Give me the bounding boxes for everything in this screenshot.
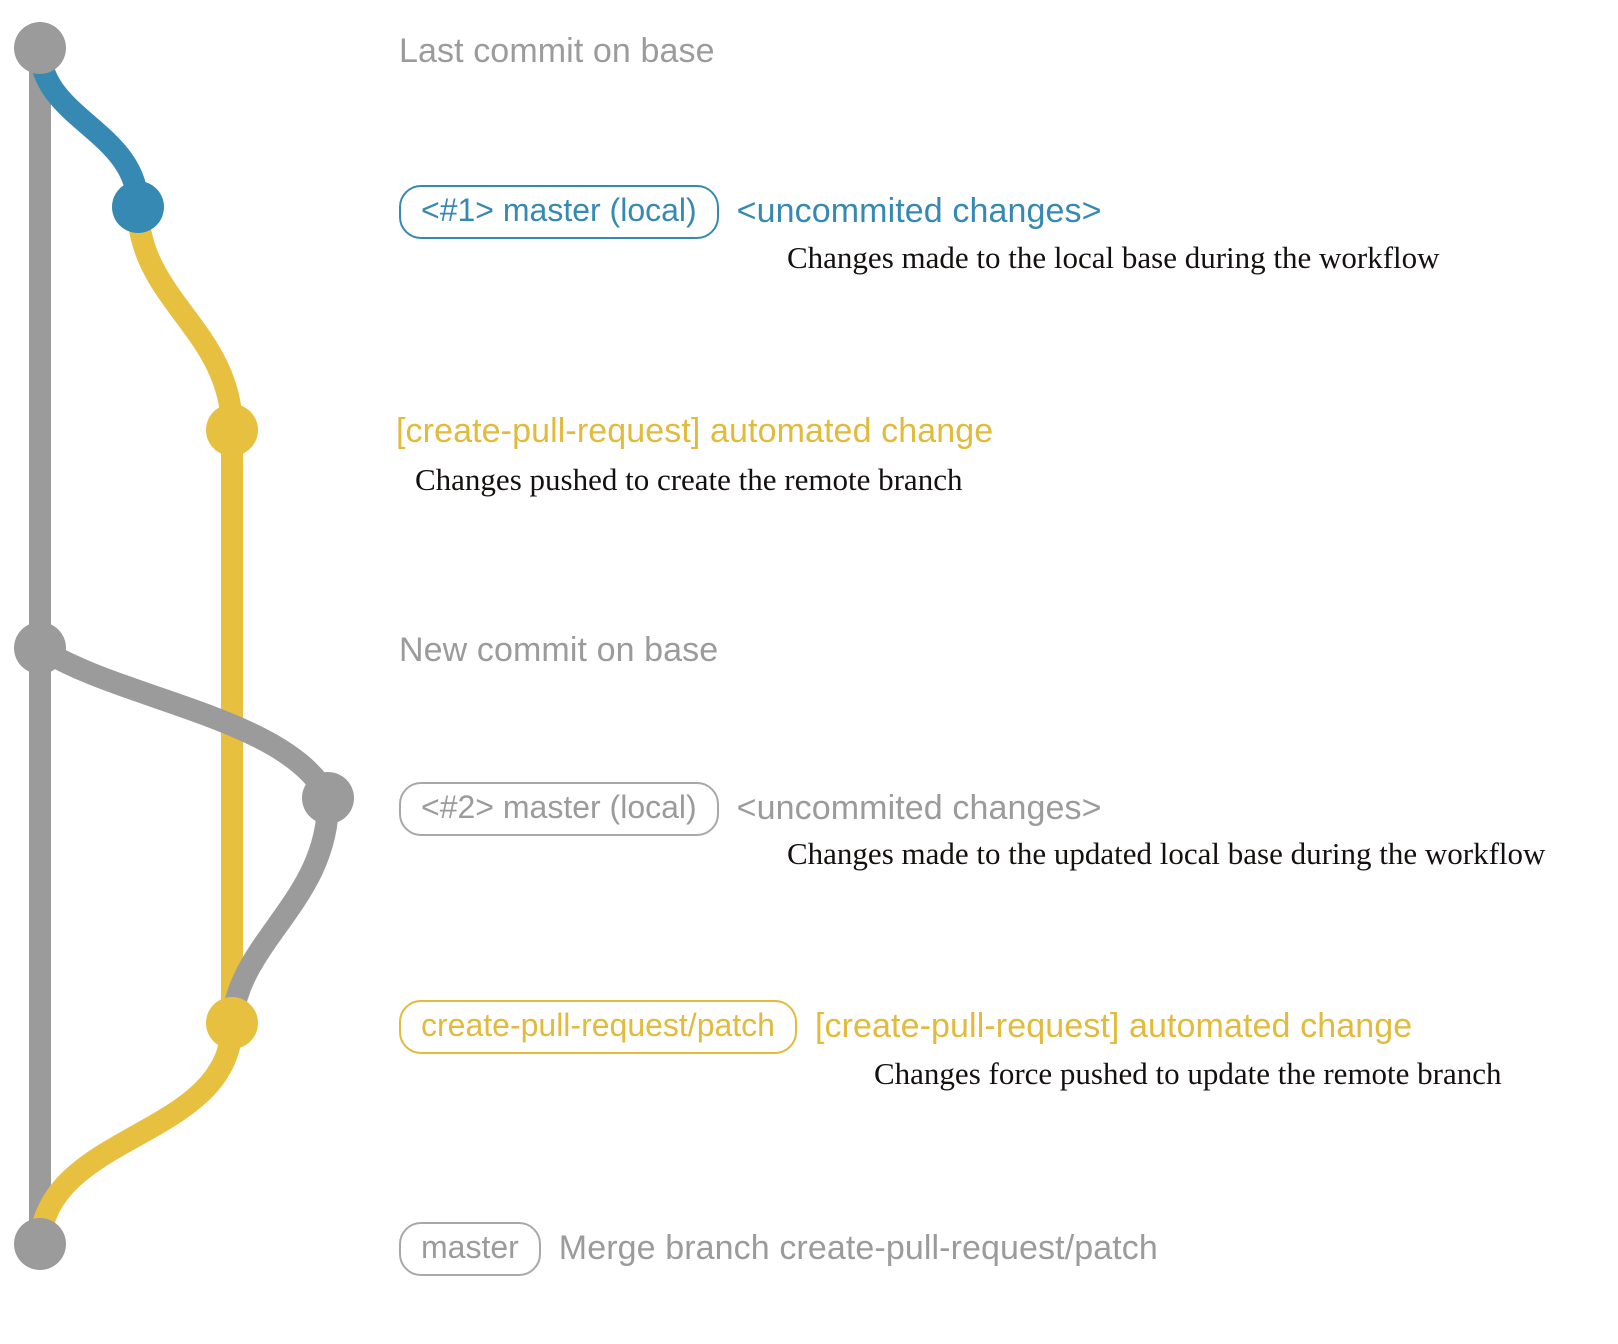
row-automated-change-2: create-pull-request/patch [create-pull-r… xyxy=(399,1000,1412,1054)
base-new-commit-node[interactable] xyxy=(14,622,66,674)
local-change-node-2[interactable] xyxy=(302,772,354,824)
base-to-temp-edge xyxy=(29,637,339,809)
commit-message: Last commit on base xyxy=(399,32,715,70)
row-new-commit-on-base: New commit on base xyxy=(399,631,718,670)
commit-message: <uncommited changes> xyxy=(736,192,1102,231)
row-automated-change-1: [create-pull-request] automated change xyxy=(396,412,993,451)
local-to-patch-edge xyxy=(127,196,243,441)
subtitle-master-local-2: Changes made to the updated local base d… xyxy=(787,836,1546,871)
merge-commit-node[interactable] xyxy=(14,1218,66,1270)
local-change-node[interactable] xyxy=(112,181,164,233)
subtitle-master-local-1: Changes made to the local base during th… xyxy=(787,240,1440,275)
row-last-commit-on-base: Last commit on base xyxy=(399,32,715,71)
subtitle-automated-change-1: Changes pushed to create the remote bran… xyxy=(415,462,963,497)
branch-badge-master[interactable]: master xyxy=(399,1222,541,1276)
row-master-local-1: <#1> master (local) <uncommited changes> xyxy=(399,185,1102,239)
subtitle-automated-change-2: Changes force pushed to update the remot… xyxy=(874,1056,1502,1091)
commit-message: [create-pull-request] automated change xyxy=(814,1007,1413,1046)
commit-message: <uncommited changes> xyxy=(736,789,1102,828)
row-master-local-2: <#2> master (local) <uncommited changes> xyxy=(399,782,1102,836)
patch2-to-merge-edge xyxy=(29,1012,243,1255)
patch-commit-node-2[interactable] xyxy=(206,997,258,1049)
temp-to-patch2-edge xyxy=(221,787,340,1034)
base-head-node[interactable] xyxy=(14,22,66,74)
row-merge-branch: master Merge branch create-pull-request/… xyxy=(399,1222,1158,1276)
commit-message: Merge branch create-pull-request/patch xyxy=(558,1229,1158,1268)
branch-badge-create-pull-request-patch[interactable]: create-pull-request/patch xyxy=(399,1000,797,1054)
commit-message: [create-pull-request] automated change xyxy=(396,412,994,450)
branch-badge-master-local-2[interactable]: <#2> master (local) xyxy=(399,782,719,836)
base-to-local-edge xyxy=(29,37,149,218)
branch-badge-master-local-1[interactable]: <#1> master (local) xyxy=(399,185,719,239)
patch-commit-node-1[interactable] xyxy=(206,404,258,456)
commit-message: New commit on base xyxy=(399,631,719,669)
